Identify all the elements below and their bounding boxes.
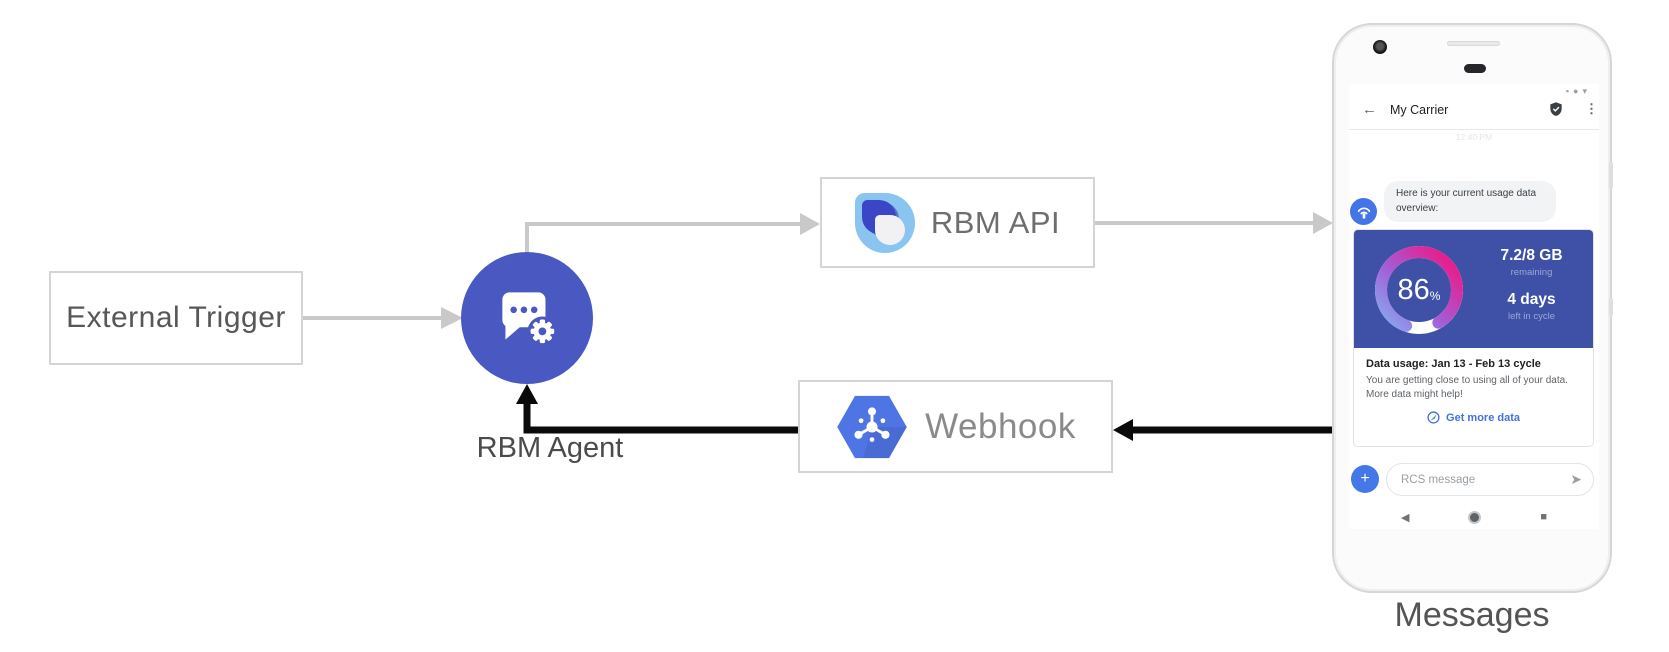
- android-navbar: ◀ ■: [1349, 505, 1599, 529]
- usage-metrics: 7.2/8 GB remaining 4 days left in cycle: [1479, 247, 1584, 322]
- arrowhead-agent-to-api: [800, 213, 820, 235]
- antenna-broadcast-icon: [1357, 207, 1370, 219]
- external-trigger-label: External Trigger: [66, 301, 286, 334]
- phone-power-button: [1609, 162, 1613, 189]
- get-more-data-label: Get more data: [1446, 411, 1520, 424]
- explore-globe-icon: [1427, 411, 1440, 424]
- phone-mockup: ▪●▾ ← My Carrier ⋮ 12:40 PM Here is your…: [1332, 23, 1613, 593]
- arrowhead-api-to-phone: [1313, 212, 1333, 234]
- phone-speaker-slot: [1447, 41, 1500, 46]
- status-bar: ▪●▾: [1566, 86, 1591, 97]
- phone-earpiece: [1464, 64, 1486, 73]
- usage-rich-card: 86 % 7.2/8 GB remaining 4 days left in c…: [1353, 229, 1594, 447]
- webhook-label: Webhook: [925, 406, 1076, 446]
- usage-card-title: Data usage: Jan 13 - Feb 13 cycle: [1366, 358, 1541, 370]
- conversation-title: My Carrier: [1390, 103, 1449, 117]
- webhook-node: Webhook: [798, 380, 1113, 473]
- status-square-icon: ▪: [1565, 86, 1574, 96]
- phone-volume-button: [1609, 298, 1613, 316]
- rbm-api-logo-icon: [854, 192, 915, 253]
- rbm-api-node: RBM API: [820, 177, 1095, 268]
- external-trigger-node: External Trigger: [49, 271, 303, 365]
- agent-message-text: Here is your current usage data overview…: [1396, 188, 1537, 214]
- agent-avatar: [1350, 198, 1377, 225]
- rcs-message-input[interactable]: [1387, 473, 1571, 486]
- pubsub-hexagon-icon: [837, 395, 907, 458]
- usage-gauge: 86 %: [1369, 240, 1469, 340]
- messages-app-label: Messages: [1394, 596, 1550, 634]
- header-divider: [1349, 129, 1599, 130]
- overflow-menu-icon[interactable]: ⋮: [1585, 101, 1598, 116]
- agent-message-bubble: Here is your current usage data overview…: [1384, 181, 1556, 222]
- connector-webhook-to-agent: [523, 402, 798, 434]
- attach-plus-button[interactable]: +: [1351, 465, 1379, 493]
- message-composer: ➤: [1386, 463, 1594, 496]
- status-circle-icon: ●: [1573, 86, 1583, 96]
- send-icon[interactable]: ➤: [1570, 471, 1582, 487]
- remaining-label: remaining: [1510, 267, 1553, 278]
- usage-card-description: You are getting close to using all of yo…: [1366, 375, 1568, 401]
- usage-card-hero: 86 % 7.2/8 GB remaining 4 days left in c…: [1354, 230, 1593, 348]
- rbm-agent-node: [461, 252, 593, 384]
- plus-icon: +: [1360, 470, 1370, 487]
- chat-bubble-gear-icon: [502, 292, 558, 347]
- verified-shield-icon: [1548, 101, 1564, 122]
- days-value: 4 days: [1507, 291, 1556, 308]
- days-label: left in cycle: [1508, 311, 1555, 322]
- back-arrow-icon[interactable]: ←: [1362, 101, 1377, 118]
- arrowhead-webhook-to-agent: [516, 384, 538, 404]
- arrowhead-phone-to-webhook: [1113, 419, 1133, 441]
- status-triangle-icon: ▾: [1582, 86, 1591, 96]
- gauge-percent-value: 86: [1397, 273, 1430, 306]
- arrowhead-trigger-to-agent: [441, 307, 463, 329]
- phone-camera: [1373, 40, 1387, 54]
- nav-back-icon[interactable]: ◀: [1401, 511, 1410, 524]
- remaining-value: 7.2/8 GB: [1500, 247, 1563, 264]
- rbm-api-label: RBM API: [930, 204, 1061, 240]
- get-more-data-button[interactable]: Get more data: [1366, 411, 1581, 424]
- usage-card-body: Data usage: Jan 13 - Feb 13 cycle You ar…: [1354, 348, 1593, 424]
- rbm-agent-label: RBM Agent: [476, 432, 624, 464]
- connector-agent-to-api: [525, 222, 800, 252]
- nav-home-icon[interactable]: [1468, 510, 1482, 524]
- nav-recents-icon[interactable]: ■: [1540, 511, 1547, 523]
- phone-screen: ▪●▾ ← My Carrier ⋮ 12:40 PM Here is your…: [1349, 84, 1599, 529]
- message-timestamp: 12:40 PM: [1455, 132, 1493, 142]
- gauge-percent-sign: %: [1429, 289, 1441, 303]
